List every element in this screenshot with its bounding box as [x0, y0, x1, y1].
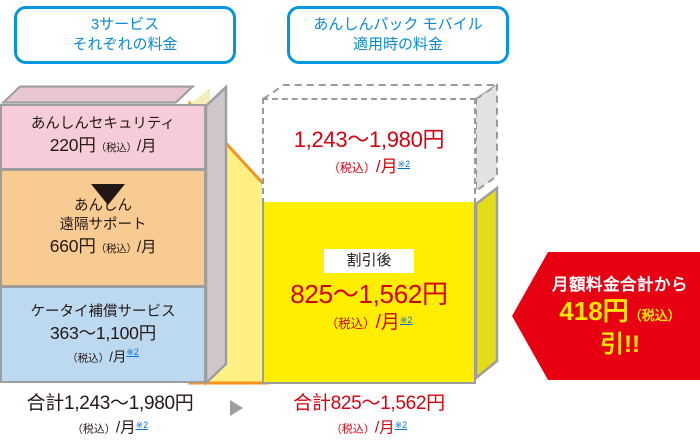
total-before-main: 合計1,243〜1,980円 [26, 393, 194, 414]
service-remote-per: /月 [136, 238, 157, 256]
service-remote-name-line2: 遠隔サポート [59, 216, 147, 233]
service-warranty-price: 363〜1,100円 [50, 322, 156, 343]
callout-amount-tax: （税込） [628, 307, 681, 323]
before-discount-front-face: 1,243〜1,980円 （税込）/月※2 [262, 98, 476, 204]
dashed-right-face-icon [475, 83, 498, 193]
total-after-per: /月 [374, 419, 395, 437]
service-warranty-name: ケータイ補償サービス [30, 303, 176, 320]
callout-line3: 引!! [600, 330, 640, 358]
total-before: 合計1,243〜1,980円 （税込）/月※2 [4, 392, 216, 439]
service-item-security: あんしんセキュリティ 220円（税込）/月 [0, 104, 206, 170]
service-security-per: /月 [136, 138, 157, 155]
total-before-per: /月 [115, 419, 136, 437]
before-price-ref-link[interactable]: ※2 [397, 159, 411, 169]
before-price-per: /月 [375, 157, 398, 176]
header-right-line1: あんしんパック モバイル [313, 16, 483, 33]
service-remote-tax: （税込） [95, 242, 137, 255]
service-security-name: あんしんセキュリティ [30, 116, 176, 132]
before-price-value: 1,243〜1,980円 [293, 127, 445, 152]
header-left-line1: 3サービス [90, 16, 160, 33]
after-discount-front-face: 割引後 825〜1,562円 （税込）/月※2 [262, 202, 476, 384]
triangle-right-icon [230, 400, 243, 416]
after-price-ref-link[interactable]: ※2 [399, 315, 413, 326]
yellow-right-face-icon [474, 185, 499, 381]
total-after-tax: （税込） [330, 423, 375, 436]
total-before-ref-link[interactable]: ※2 [135, 420, 149, 430]
total-after-ref-link[interactable]: ※2 [394, 420, 408, 430]
service-warranty-ref-link[interactable]: ※2 [126, 346, 139, 357]
header-right-line2: 適用時の料金 [352, 36, 443, 53]
service-security-tax: （税込） [95, 142, 137, 154]
down-arrow-icon [91, 184, 125, 205]
total-before-tax: （税込） [71, 423, 116, 436]
total-after: 合計825〜1,562円 （税込）/月※2 [262, 392, 476, 439]
service-remote-price: 660円 [49, 235, 96, 256]
before-discount-box: 1,243〜1,980円 （税込）/月※2 [259, 83, 508, 205]
header-pill-package-price: あんしんパック モバイル 適用時の料金 [287, 6, 509, 64]
after-price-per: /月 [375, 312, 400, 334]
callout-amount: 418円 [559, 295, 629, 326]
header-left-line2: それぞれの料金 [72, 36, 178, 53]
total-after-main: 合計825〜1,562円 [293, 393, 445, 414]
services-stack: あんしんセキュリティ 220円（税込）/月 あんしん 遠隔サポート 660円（税… [0, 84, 240, 386]
header-pill-individual-prices: 3サービス それぞれの料金 [14, 6, 236, 64]
before-price-tax: （税込） [327, 161, 376, 175]
after-discount-box: 割引後 825〜1,562円 （税込）/月※2 [262, 185, 508, 384]
dashed-top-face-icon [259, 84, 501, 100]
service-warranty-tax: （税込） [67, 352, 110, 365]
callout-line1: 月額料金合計から [552, 275, 688, 294]
stack-right-face-icon [204, 84, 228, 386]
discount-callout-banner: 月額料金合計から 418円（税込） 引!! [512, 252, 700, 380]
after-price-value: 825〜1,562円 [290, 279, 448, 310]
service-security-price: 220円 [49, 135, 96, 155]
after-discount-badge: 割引後 [324, 249, 414, 274]
after-price-tax: （税込） [325, 317, 376, 332]
stack-top-face-icon [0, 85, 196, 104]
service-warranty-per: /月 [109, 349, 127, 365]
service-item-device-warranty: ケータイ補償サービス 363〜1,100円 （税込）/月※2 [0, 286, 206, 383]
